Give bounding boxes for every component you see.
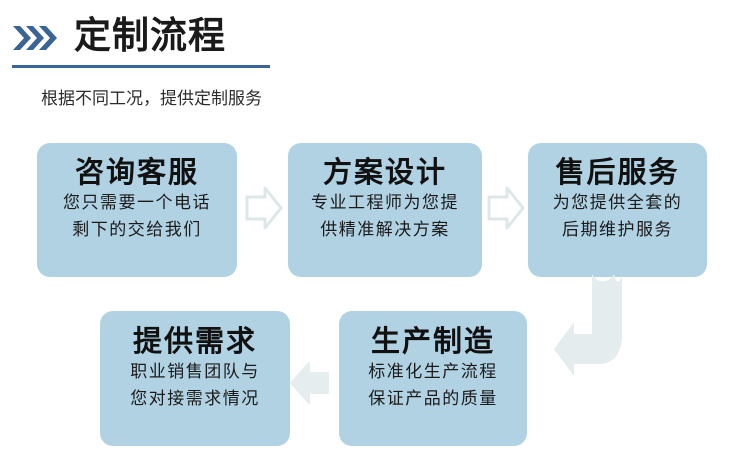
arrow-right-outline-icon — [487, 185, 525, 231]
flow-step-line: 您只需要一个电话 — [63, 193, 211, 213]
flow-step-title: 售后服务 — [555, 157, 680, 189]
title-row: 定制流程 — [12, 14, 226, 58]
page-title: 定制流程 — [74, 15, 226, 56]
flow-step-line: 剩下的交给我们 — [72, 220, 202, 240]
flow-step-title: 生产制造 — [370, 326, 495, 358]
arrow-right-outline-icon — [245, 185, 283, 231]
page-header: 定制流程 根据不同工况，提供定制服务 — [0, 0, 750, 130]
flow-step-manufacturing[interactable]: 生产制造 标准化生产流程 保证产品的质量 — [339, 311, 527, 446]
flow-step-description: 您只需要一个电话 剩下的交给我们 — [63, 190, 211, 244]
arrow-bend-down-left-icon — [552, 272, 652, 390]
flow-step-title: 提供需求 — [132, 326, 257, 358]
flow-step-line: 您对接需求情况 — [130, 389, 260, 409]
flow-step-requirements[interactable]: 提供需求 职业销售团队与 您对接需求情况 — [100, 311, 290, 446]
flow-step-line: 保证产品的质量 — [368, 389, 498, 409]
flow-step-description: 职业销售团队与 您对接需求情况 — [130, 359, 260, 413]
flow-step-description: 专业工程师为您提 供精准解决方案 — [311, 190, 459, 244]
flow-step-line: 标准化生产流程 — [368, 362, 498, 382]
flow-step-line: 供精准解决方案 — [320, 220, 450, 240]
triple-chevron-right-icon — [12, 23, 60, 53]
flow-step-design[interactable]: 方案设计 专业工程师为您提 供精准解决方案 — [288, 143, 482, 277]
flow-step-description: 标准化生产流程 保证产品的质量 — [368, 359, 498, 413]
page-subtitle: 根据不同工况，提供定制服务 — [41, 89, 262, 108]
flow-step-line: 专业工程师为您提 — [311, 193, 459, 213]
flow-step-line: 职业销售团队与 — [130, 362, 260, 382]
title-underline — [12, 65, 270, 68]
flow-step-line: 为您提供全套的 — [552, 193, 683, 213]
flow-step-title: 方案设计 — [322, 157, 447, 189]
flow-step-consult[interactable]: 咨询客服 您只需要一个电话 剩下的交给我们 — [37, 143, 237, 277]
arrow-left-icon — [288, 360, 330, 406]
flow-step-aftersales[interactable]: 售后服务 为您提供全套的 后期维护服务 — [528, 143, 707, 277]
flow-step-description: 为您提供全套的 后期维护服务 — [553, 190, 683, 244]
flow-step-title: 咨询客服 — [74, 157, 199, 189]
flow-step-line: 后期维护服务 — [562, 220, 673, 240]
